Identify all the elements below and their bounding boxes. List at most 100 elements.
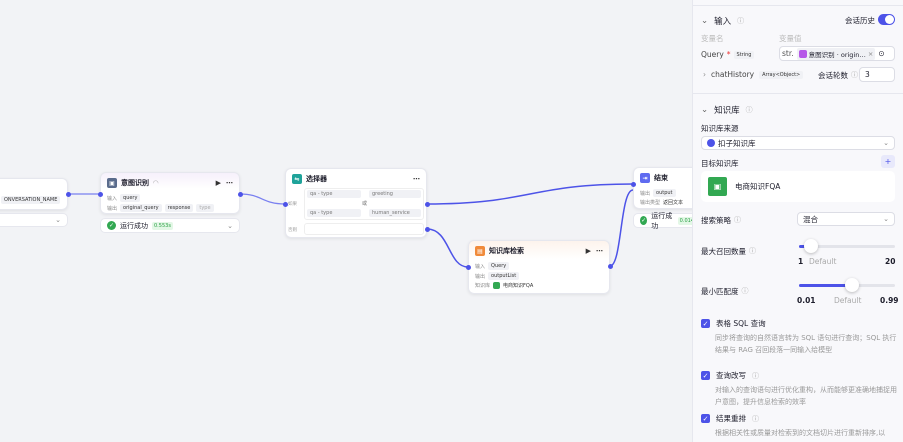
chevron-down-icon[interactable]: ⌄ [55,216,61,224]
label: 输入 [475,263,486,270]
selector-node[interactable]: ⇋选择器⋯ 如果 qa - type greeting 或 qa - type … [285,168,427,238]
strategy-label: 搜索策略 [701,216,731,225]
info-icon: ⓘ [752,371,759,380]
source-label: 知识库来源 [701,124,739,133]
port[interactable] [631,182,636,187]
port[interactable] [283,202,288,207]
add-kb-button[interactable]: + [881,155,895,168]
option-desc: 根据相关性或质量对检索到的文档切片进行重新排序,以 [715,429,886,437]
checkbox[interactable]: ✓ [701,319,710,328]
checkbox[interactable]: ✓ [701,371,710,380]
port[interactable] [238,192,243,197]
node-title: 结束 [654,174,668,182]
start-node[interactable]: ONVERSATION_NAME [0,178,68,210]
strategy-select[interactable]: 混合⌄ [797,212,895,226]
port[interactable] [608,264,613,269]
query-value-field[interactable]: str.意图识别 · origin…×⊙ [779,46,895,61]
output-tag: original_query [120,204,162,212]
chat-history-name: chatHistory [711,70,755,79]
edge [426,183,634,205]
min-label: 最小匹配度 [701,287,739,296]
or-label: 或 [362,201,368,207]
clear-icon[interactable]: × [867,49,874,58]
option-rerank[interactable]: ✓ 结果重排 ⓘ 根据相关性或质量对检索到的文档切片进行重新排序,以 [701,413,897,439]
more-icon[interactable]: ⋯ [413,175,420,183]
slider-handle[interactable] [845,278,859,292]
slider-fill [799,284,847,287]
label: 输入 [107,195,118,202]
label: 输出 [107,205,118,212]
chevron-down-icon: ⌄ [701,105,709,115]
condition-left[interactable]: qa - type [307,190,361,198]
node-title: 知识库检索 [489,247,524,255]
node-title: 意图识别 [121,179,149,187]
more-icon[interactable]: ⋯ [596,247,603,255]
info-icon: ⓘ [752,414,759,423]
history-label: 会话历史 [845,16,875,25]
source-value: 扣子知识库 [718,138,756,148]
output-tag: output [653,189,676,197]
max-label: 最大召回数量 [701,247,746,256]
port[interactable] [98,192,103,197]
edge [609,189,634,267]
time-badge: 0.014 [677,216,696,225]
rounds-input[interactable]: 3 [859,67,895,82]
condition-left[interactable]: qa - type [307,209,361,217]
query-name: Query [701,50,724,59]
min-min: 0.01 [797,296,816,305]
port[interactable] [466,265,471,270]
start-status[interactable]: ⌄ [0,213,68,227]
chevron-right-icon[interactable]: › [703,70,706,79]
min-score-slider[interactable] [799,278,895,292]
type-tag: String [733,50,755,59]
section-title: 输入 [714,17,732,27]
output-type: 返回文本 [663,200,684,206]
kb-icon: ▣ [708,177,727,196]
history-toggle[interactable] [878,14,895,25]
port[interactable] [425,202,430,207]
option-sql[interactable]: ✓表格 SQL 查询 同步将查询的自然语言转为 SQL 语句进行查询；SQL 执… [701,318,897,356]
status-text: 运行成功 [120,221,148,230]
chevron-down-icon[interactable]: ⌄ [227,221,233,230]
run-icon[interactable]: ▶ [215,179,221,187]
info-icon: ⓘ [734,216,741,224]
input-tag: query [120,194,141,202]
condition-right[interactable]: greeting [369,190,421,198]
intent-ref-icon [798,49,807,58]
slider-handle[interactable] [803,239,818,253]
max-default: Default [809,257,837,266]
max-recall-slider[interactable] [799,239,895,253]
target-kb-item[interactable]: ▣电商知识FQA [701,171,895,202]
source-select[interactable]: 扣子知识库⌄ [701,136,895,150]
run-icon[interactable]: ▶ [585,247,591,255]
port[interactable] [66,192,71,197]
option-label: 结果重排 [716,414,746,423]
strategy-value: 混合 [803,214,818,224]
kb-search-icon: ▤ [475,246,485,256]
port[interactable] [425,227,430,232]
label: 输出类型 [640,200,661,206]
variable-picker-icon[interactable]: ⊙ [878,49,885,58]
info-icon: ⓘ [851,71,858,79]
ref-value: 意图识别 · origin… [808,50,866,59]
start-output-tag: ONVERSATION_NAME [1,196,61,204]
more-icon[interactable]: ⋯ [226,179,233,187]
option-desc: 对输入的查询语句进行优化重构，从而能够更准确地捕捉用户意图，提升信息检索的效率 [715,386,897,406]
checkbox[interactable]: ✓ [701,414,710,423]
condition-right[interactable]: human_service [369,209,421,217]
rounds-value: 3 [865,70,870,79]
label: 输出 [475,273,486,280]
chevron-down-icon: ⌄ [701,16,709,26]
section-title: 知识库 [714,106,740,116]
coze-icon [707,139,715,147]
